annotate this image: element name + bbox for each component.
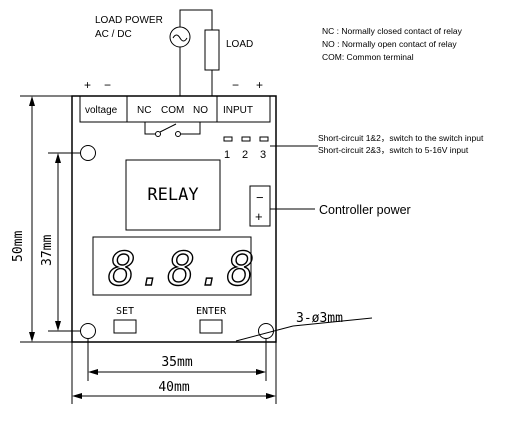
jumper-pin-2 [241,136,251,142]
mounting-hole-top-left [80,145,96,161]
pcb-board-outline [71,95,277,343]
short-23-note: Short-circuit 2&3，switch to 5-16V input [318,145,469,155]
display-digits: 8.8.8 [108,242,256,296]
terminal-block [79,95,271,123]
ac-dc-label: AC / DC [95,29,132,40]
seven-segment-display [92,236,252,296]
ac-source-icon [169,26,191,48]
mounting-hole-bottom-left [80,323,96,339]
jumper-pin-1 [223,136,233,142]
controller-power-label: Controller power [319,203,411,217]
legend-com: COM: Common terminal [322,52,414,62]
load-wire-top [179,9,213,30]
input-plus-mark: + [256,78,263,92]
dim-40-label: 40mm [158,380,189,395]
legend-nc: NC : Normally closed contact of relay [322,26,463,36]
load-label: LOAD [226,39,253,50]
com-terminal-label: COM [161,105,184,116]
set-button [113,319,137,334]
hole-size-underline [292,317,373,327]
jumper-pin-3 [259,136,269,142]
enter-button [199,319,223,334]
jumper-pin-2-label: 2 [242,149,248,161]
controller-power-minus: − [256,190,264,205]
input-terminal-label: INPUT [223,105,253,116]
legend-no: NO : Normally open contact of relay [322,39,457,49]
load-power-label: LOAD POWER [95,15,163,26]
sine-wave-icon [172,34,188,42]
nc-terminal-label: NC [137,105,151,116]
no-terminal-label: NO [193,105,208,116]
jumper-pin-3-label: 3 [260,149,266,161]
input-minus-mark: − [232,78,239,92]
voltage-plus-mark: + [84,78,91,92]
dim-35-label: 35mm [161,355,192,370]
relay-box [125,159,221,231]
set-button-label: SET [116,306,134,317]
dim-37-label: 37mm [40,235,55,266]
short-12-note: Short-circuit 1&2，switch to the switch i… [318,133,484,143]
mounting-hole-bottom-right [258,323,274,339]
relay-label: RELAY [147,185,198,205]
voltage-terminal-label: voltage [85,105,118,116]
controller-power-connector [249,185,271,227]
load-resistor-icon [204,29,220,71]
relay-contact-icon [144,122,201,137]
enter-button-label: ENTER [196,306,227,317]
voltage-minus-mark: − [104,78,111,92]
controller-power-plus: + [255,209,263,224]
hole-size-leader [235,325,294,342]
dim-50-label: 50mm [11,231,26,262]
jumper-pin-1-label: 1 [224,149,230,161]
